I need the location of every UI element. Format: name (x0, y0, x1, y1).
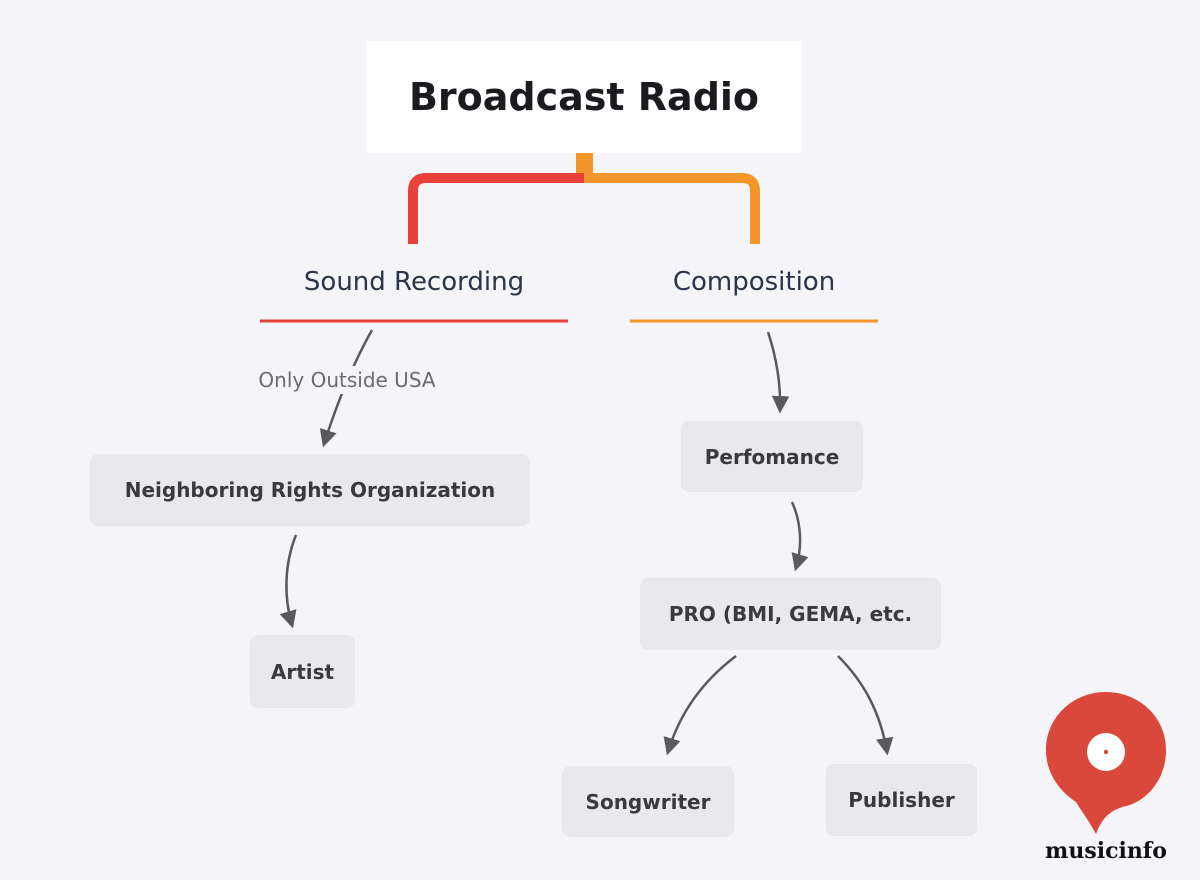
arrow-pro-to-publisher (837, 655, 894, 756)
arrow-pro-to-songwriter (663, 655, 737, 756)
node-publisher[interactable]: Publisher (826, 764, 977, 836)
bracket-composition (584, 173, 760, 244)
arrow-neighboring-to-artist (279, 534, 298, 629)
branch-composition[interactable]: Composition (672, 267, 836, 297)
root-node-broadcast-radio[interactable]: Broadcast Radio (366, 41, 802, 153)
musicinfo-logo-icon (1046, 692, 1166, 834)
node-pro[interactable]: PRO (BMI, GEMA, etc. (640, 578, 941, 650)
node-performance[interactable]: Perfomance (681, 421, 863, 492)
musicinfo-logo-text: musicinfo (1045, 838, 1167, 864)
arrow-composition-to-performance (766, 331, 790, 414)
branch-sound-recording[interactable]: Sound Recording (303, 267, 525, 297)
bracket-sound-recording (408, 173, 584, 244)
node-songwriter[interactable]: Songwriter (562, 766, 734, 837)
arrow-performance-to-pro (790, 501, 809, 572)
node-artist[interactable]: Artist (250, 635, 355, 708)
edge-label-only-outside-usa: Only Outside USA (232, 366, 462, 394)
node-neighboring-rights-organization[interactable]: Neighboring Rights Organization (90, 454, 530, 526)
